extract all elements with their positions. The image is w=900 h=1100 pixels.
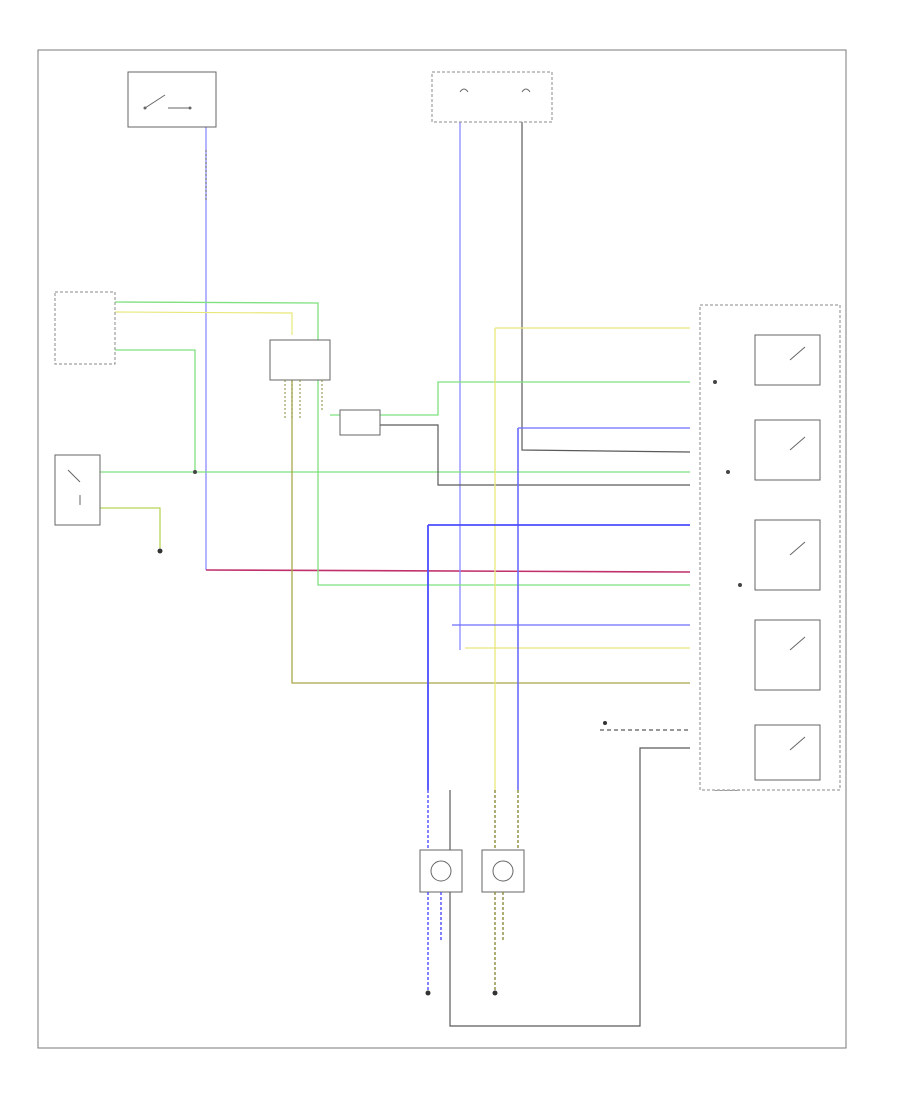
relay-contact — [789, 436, 806, 451]
wire-ecm-yellow-top — [114, 311, 293, 335]
diode-unit — [339, 409, 381, 436]
motor-lead — [494, 790, 519, 990]
ground-icon — [603, 721, 607, 725]
ecm-module — [54, 291, 116, 365]
wire-ecm-green-bottom — [115, 349, 196, 472]
relay-4 — [754, 619, 821, 691]
relay-icon — [754, 724, 821, 781]
relay-leads — [284, 380, 323, 420]
relay-contact — [789, 541, 806, 556]
relay-icon — [754, 619, 821, 691]
wire-motor-ground-black — [449, 747, 690, 1027]
wire-ecm-green-top — [114, 301, 690, 586]
wire-relay-olive-down — [291, 360, 690, 684]
splice-dot — [193, 470, 197, 474]
motor-lead — [427, 790, 442, 990]
relay-contact — [789, 736, 806, 751]
condenser-fan-relays — [699, 304, 841, 791]
motor-leads — [427, 790, 519, 990]
contact-dot — [188, 106, 192, 110]
fuse-box — [431, 71, 553, 123]
relay-contact — [789, 346, 806, 361]
relay-3 — [754, 519, 821, 591]
contact-dot — [143, 106, 147, 110]
relay-icon — [754, 419, 821, 481]
hot-fuses — [431, 71, 553, 123]
motor-icon — [492, 860, 514, 882]
ground-points — [425, 721, 607, 996]
radiator-fan-motor — [419, 849, 463, 893]
condenser-fan-motor — [481, 849, 525, 893]
motor-box — [419, 849, 463, 893]
diagram-frame — [37, 49, 847, 1049]
splice-dot — [713, 380, 717, 384]
ignition-switch-box — [127, 71, 217, 128]
relay-switch-icon — [144, 94, 190, 109]
wire-relay-black-right — [380, 424, 690, 486]
ground-icon — [492, 990, 498, 996]
relay-5 — [754, 724, 821, 781]
splice-points — [193, 380, 742, 587]
relay-2 — [754, 419, 821, 481]
wire-relay-green-right — [330, 381, 690, 416]
ground-icon — [157, 548, 163, 554]
ac-relay — [269, 339, 331, 420]
ground-icon — [425, 990, 431, 996]
diode-icon — [339, 409, 381, 436]
relay-icon — [754, 519, 821, 591]
relay-1 — [754, 334, 821, 386]
wire-purple-red-run — [205, 569, 691, 573]
ground-dps — [157, 548, 163, 554]
module-box-icon — [54, 291, 116, 365]
wire-fuse2-black — [521, 120, 691, 453]
splice-dot — [726, 470, 730, 474]
dual-pressure-switch — [54, 454, 101, 526]
pressure-switch-icon — [54, 454, 101, 526]
wire-dps-yellow-green — [100, 507, 161, 548]
switch-contact — [67, 469, 81, 505]
relay-contact — [789, 636, 806, 651]
fuse-icon — [459, 88, 531, 93]
motor-box — [481, 849, 525, 893]
ignition-switch — [127, 71, 217, 128]
relay-icon — [754, 334, 821, 386]
splice-dot — [738, 583, 742, 587]
relay-icon — [269, 339, 331, 381]
motor-icon — [430, 860, 452, 882]
